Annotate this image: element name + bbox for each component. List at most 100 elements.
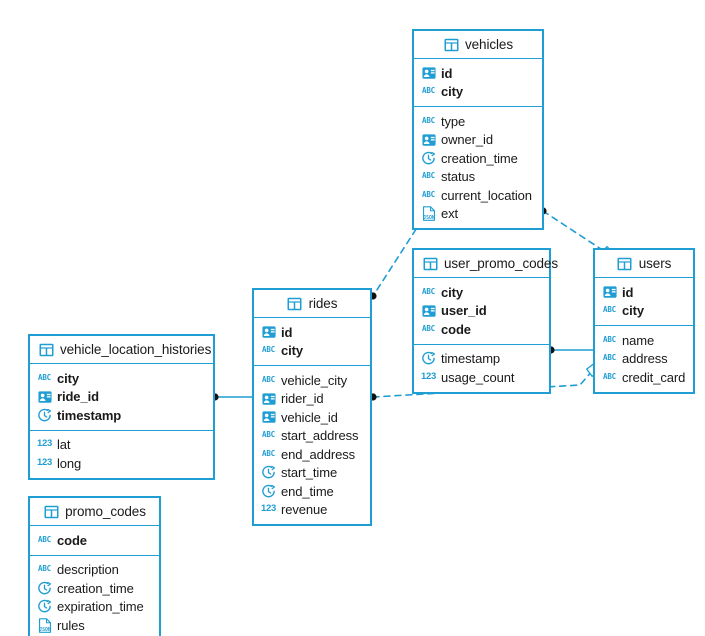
abc-text-icon: ABC [262,430,275,439]
abc-text-icon: ABC [422,189,435,199]
primary-key-row-city[interactable]: ABC city [595,302,693,321]
clock-icon [421,351,436,366]
column-row-rider_id[interactable]: rider_id [254,390,370,409]
column-label: timestamp [57,407,122,423]
column-label: lat [57,437,71,453]
abc-text-icon: ABC [38,564,51,573]
primary-key-row-ride_id[interactable]: ride_id [30,388,213,407]
id-card-icon [261,325,276,340]
table-header-vehicles[interactable]: vehicles [414,31,542,59]
column-label: end_time [281,483,334,499]
column-label: owner_id [441,132,493,148]
table-header-vehicle_location_histories[interactable]: vehicle_location_histories [30,336,213,364]
id-card-icon [421,303,436,318]
primary-key-row-city[interactable]: ABC city [254,342,370,361]
column-label: long [57,455,82,471]
svg-text:JSON: JSON [423,215,435,221]
column-label: city [281,343,304,359]
column-row-creation_time[interactable]: creation_time [414,149,542,168]
abc-text-icon: ABC [603,334,616,344]
clock-icon [261,465,276,480]
column-row-end_time[interactable]: end_time [254,482,370,501]
column-label: name [622,332,655,348]
relationship-vehicle_location_histories-to-rides[interactable] [211,393,253,401]
json-document-icon: JSON [37,617,52,633]
primary-key-row-timestamp[interactable]: timestamp [30,406,213,425]
column-row-timestamp[interactable]: timestamp [414,350,549,369]
table-grid-icon [287,296,303,312]
clock-icon [37,599,52,614]
column-label: ride_id [57,389,99,405]
column-row-vehicle_id[interactable]: vehicle_id [254,408,370,427]
column-row-owner_id[interactable]: owner_id [414,131,542,150]
column-row-creation_time[interactable]: creation_time [30,579,159,598]
primary-key-row-id[interactable]: id [254,323,370,342]
column-label: status [441,169,476,185]
table-header-users[interactable]: users [595,250,693,278]
abc-text-icon: ABC [422,286,435,296]
column-label: city [622,303,645,319]
table-title: rides [308,296,338,311]
id-card-icon [421,66,436,81]
column-label: city [57,370,80,386]
column-row-expiration_time[interactable]: expiration_time [30,598,159,617]
abc-text-icon: ABC [38,372,51,382]
json-document-icon: JSON [421,206,436,222]
123-number-icon: 123 [261,503,276,514]
clock-icon [421,151,436,166]
table-header-user_promo_codes[interactable]: user_promo_codes [414,250,558,278]
column-label: id [281,324,293,340]
column-row-name[interactable]: ABC name [595,331,693,350]
table-header-rides[interactable]: rides [254,290,370,318]
table-header-promo_codes[interactable]: promo_codes [30,498,159,526]
abc-text-icon: ABC [422,323,435,333]
primary-key-row-id[interactable]: id [414,64,542,83]
primary-key-section-vehicle_location_histories: ABC city ride_id timestamp [30,364,213,430]
abc-text-icon: ABC [603,305,616,314]
primary-key-row-user_id[interactable]: user_id [414,302,549,321]
abc-text-icon: ABC [262,345,275,354]
abc-text-icon: ABC [603,371,616,381]
relationship-user_promo_codes-to-users[interactable] [547,346,594,354]
column-row-start_time[interactable]: start_time [254,464,370,483]
table-title: vehicle_location_histories [60,342,212,357]
svg-text:JSON: JSON [39,627,51,633]
primary-key-row-id[interactable]: id [595,283,693,302]
clock-icon [261,484,276,499]
column-label: user_id [441,303,487,319]
primary-key-row-city[interactable]: ABC city [30,369,213,388]
